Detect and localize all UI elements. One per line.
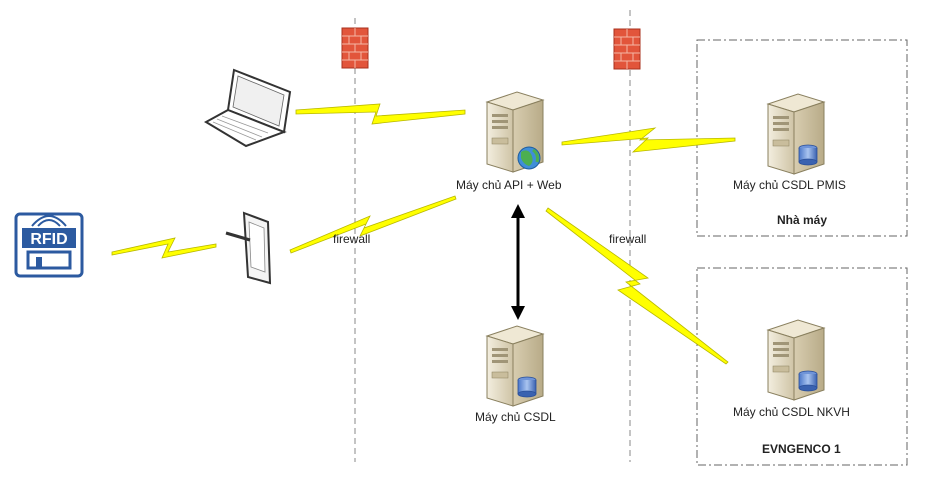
laptop-icon [203,68,292,148]
globe-icon [517,146,541,170]
api-server-icon [486,91,544,173]
arrow-head-down [511,306,525,320]
firewall-icon-left [341,27,369,69]
firewall-icon-right [613,28,641,70]
wireless-link-laptop-api [295,103,466,125]
db-server-icon [486,325,544,407]
nkvh-server-label: Máy chủ CSDL NKVH [733,405,850,419]
nkvh-server-icon [767,319,825,401]
pmis-server-label: Máy chủ CSDL PMIS [733,178,846,192]
wireless-link-rfid-tablet [111,237,217,259]
tablet-icon [225,211,272,285]
factory-zone-label: Nhà máy [777,213,828,227]
firewall-label-left: firewall [333,232,371,246]
wireless-link-api-nkvh [545,207,729,365]
wireless-link-tablet-api [289,195,457,254]
firewall-label-right: firewall [609,232,647,246]
evngenco-zone-label: EVNGENCO 1 [762,442,841,456]
arrow-head-up [511,204,525,218]
rfid-icon: RFID [14,212,84,278]
pmis-server-icon [767,93,825,175]
rfid-text: RFID [30,231,67,248]
db-server-label: Máy chủ CSDL [475,410,556,424]
zone-factory-box [696,39,908,237]
api-server-label: Máy chủ API + Web [456,178,562,192]
zone-evngenco-box [696,267,908,466]
wireless-link-api-pmis [561,127,736,153]
